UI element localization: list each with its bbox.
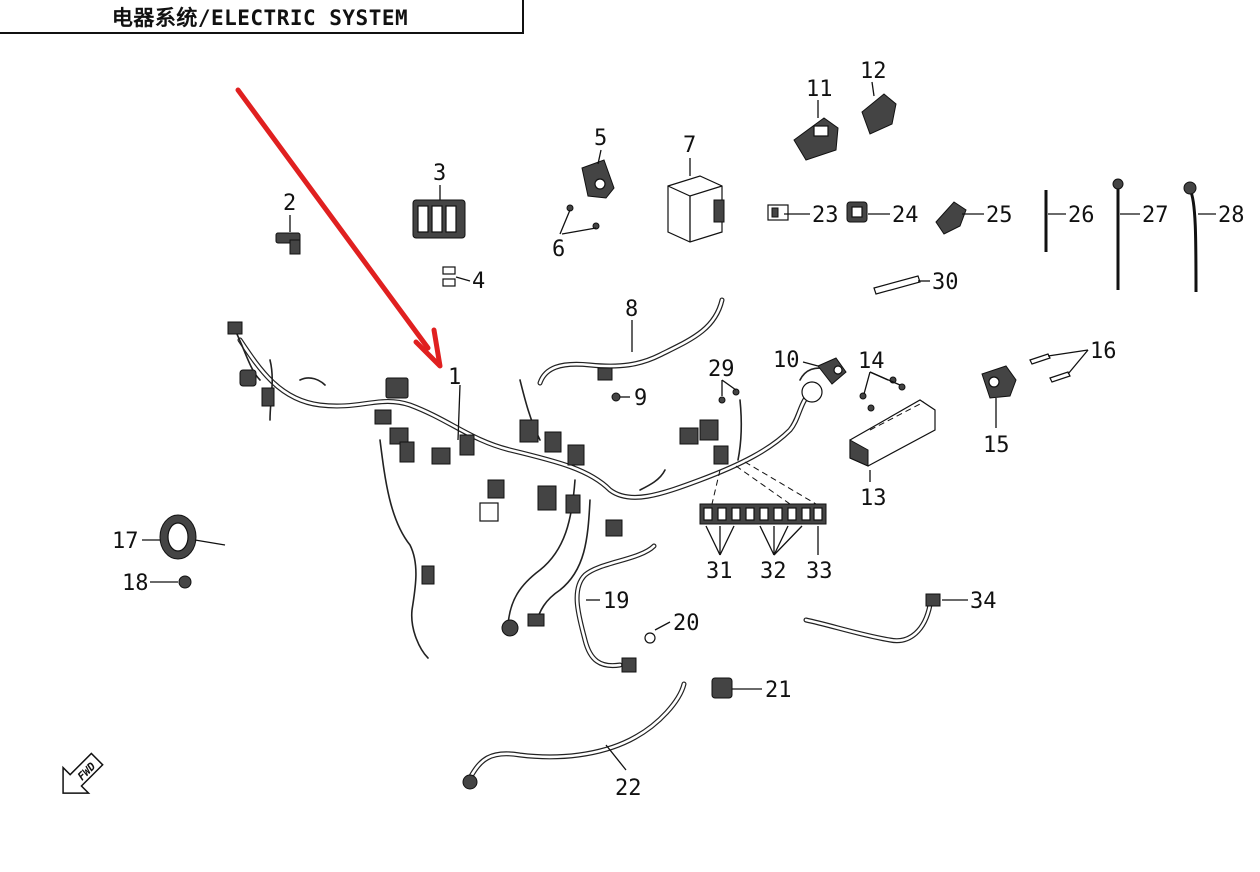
- part-15-ignition-coil[interactable]: [981, 365, 1017, 428]
- part-20-grommet[interactable]: [644, 621, 671, 644]
- callout-1: 1: [448, 365, 461, 390]
- part-21-connector[interactable]: [711, 677, 762, 699]
- part-27-cable-tie[interactable]: [1112, 178, 1124, 290]
- part-23-fuse[interactable]: [767, 204, 789, 221]
- part-31-32-33-fuses[interactable]: [699, 461, 827, 556]
- callout-25: 25: [986, 203, 1013, 228]
- part-24-connector[interactable]: [846, 201, 868, 223]
- fwd-direction-badge: FWD: [62, 752, 104, 794]
- callout-27: 27: [1142, 203, 1169, 228]
- callout-19: 19: [603, 589, 630, 614]
- part-11-regulator[interactable]: [793, 100, 839, 161]
- callout-11: 11: [806, 77, 833, 102]
- part-19-wire[interactable]: [574, 543, 657, 673]
- part-29-fuse-holder[interactable]: [718, 379, 740, 404]
- part-34-sensor-wire[interactable]: [803, 593, 968, 644]
- part-28-cable-tie[interactable]: [1183, 181, 1198, 293]
- callout-22: 22: [615, 776, 642, 801]
- section-title-box: 电器系统/ELECTRIC SYSTEM: [0, 0, 524, 34]
- callout-3: 3: [433, 161, 446, 186]
- callout-33: 33: [806, 559, 833, 584]
- callout-10: 10: [773, 348, 800, 373]
- part-14-bolts[interactable]: [859, 371, 906, 412]
- callout-28: 28: [1218, 203, 1245, 228]
- part-12-flasher[interactable]: [861, 81, 897, 135]
- part-3-relay-block[interactable]: [412, 185, 466, 239]
- callout-32: 32: [760, 559, 787, 584]
- part-8-sub-harness[interactable]: [537, 297, 725, 386]
- callout-20: 20: [673, 611, 700, 636]
- part-25-sensor[interactable]: [935, 201, 967, 235]
- callout-2: 2: [283, 191, 296, 216]
- part-13-ecu-module[interactable]: [849, 399, 936, 482]
- callout-5: 5: [594, 126, 607, 151]
- part-6-screws[interactable]: [559, 204, 600, 235]
- callout-9: 9: [634, 386, 647, 411]
- callout-34: 34: [970, 589, 997, 614]
- callout-31: 31: [706, 559, 733, 584]
- callout-30: 30: [932, 270, 959, 295]
- part-18-bolt[interactable]: [150, 575, 192, 589]
- callout-12: 12: [860, 59, 887, 84]
- callout-18: 18: [122, 571, 149, 596]
- callout-14: 14: [858, 349, 885, 374]
- part-5-sensor[interactable]: [581, 149, 615, 199]
- callout-16: 16: [1090, 339, 1117, 364]
- part-2-connector[interactable]: [275, 215, 301, 255]
- part-17-horn[interactable]: [142, 514, 226, 560]
- callout-4: 4: [472, 269, 485, 294]
- callout-13: 13: [860, 486, 887, 511]
- callout-15: 15: [983, 433, 1010, 458]
- callout-7: 7: [683, 133, 696, 158]
- part-30-strap[interactable]: [873, 275, 921, 295]
- callout-29: 29: [708, 357, 735, 382]
- part-7-ecu-box[interactable]: [667, 158, 725, 243]
- part-22-lead-wire[interactable]: [462, 681, 687, 790]
- part-10-sensor[interactable]: [802, 357, 847, 385]
- callout-23: 23: [812, 203, 839, 228]
- part-4-clips[interactable]: [442, 266, 471, 287]
- red-annotation-arrow: [235, 87, 443, 369]
- callout-21: 21: [765, 678, 792, 703]
- part-1-main-harness[interactable]: [227, 321, 831, 659]
- section-title: 电器系统/ELECTRIC SYSTEM: [111, 6, 409, 30]
- callout-6: 6: [552, 237, 565, 262]
- part-9-nut[interactable]: [611, 392, 630, 402]
- callout-24: 24: [892, 203, 919, 228]
- part-16-bolts[interactable]: [1029, 349, 1089, 383]
- callout-26: 26: [1068, 203, 1095, 228]
- callout-8: 8: [625, 297, 638, 322]
- callout-17: 17: [112, 529, 139, 554]
